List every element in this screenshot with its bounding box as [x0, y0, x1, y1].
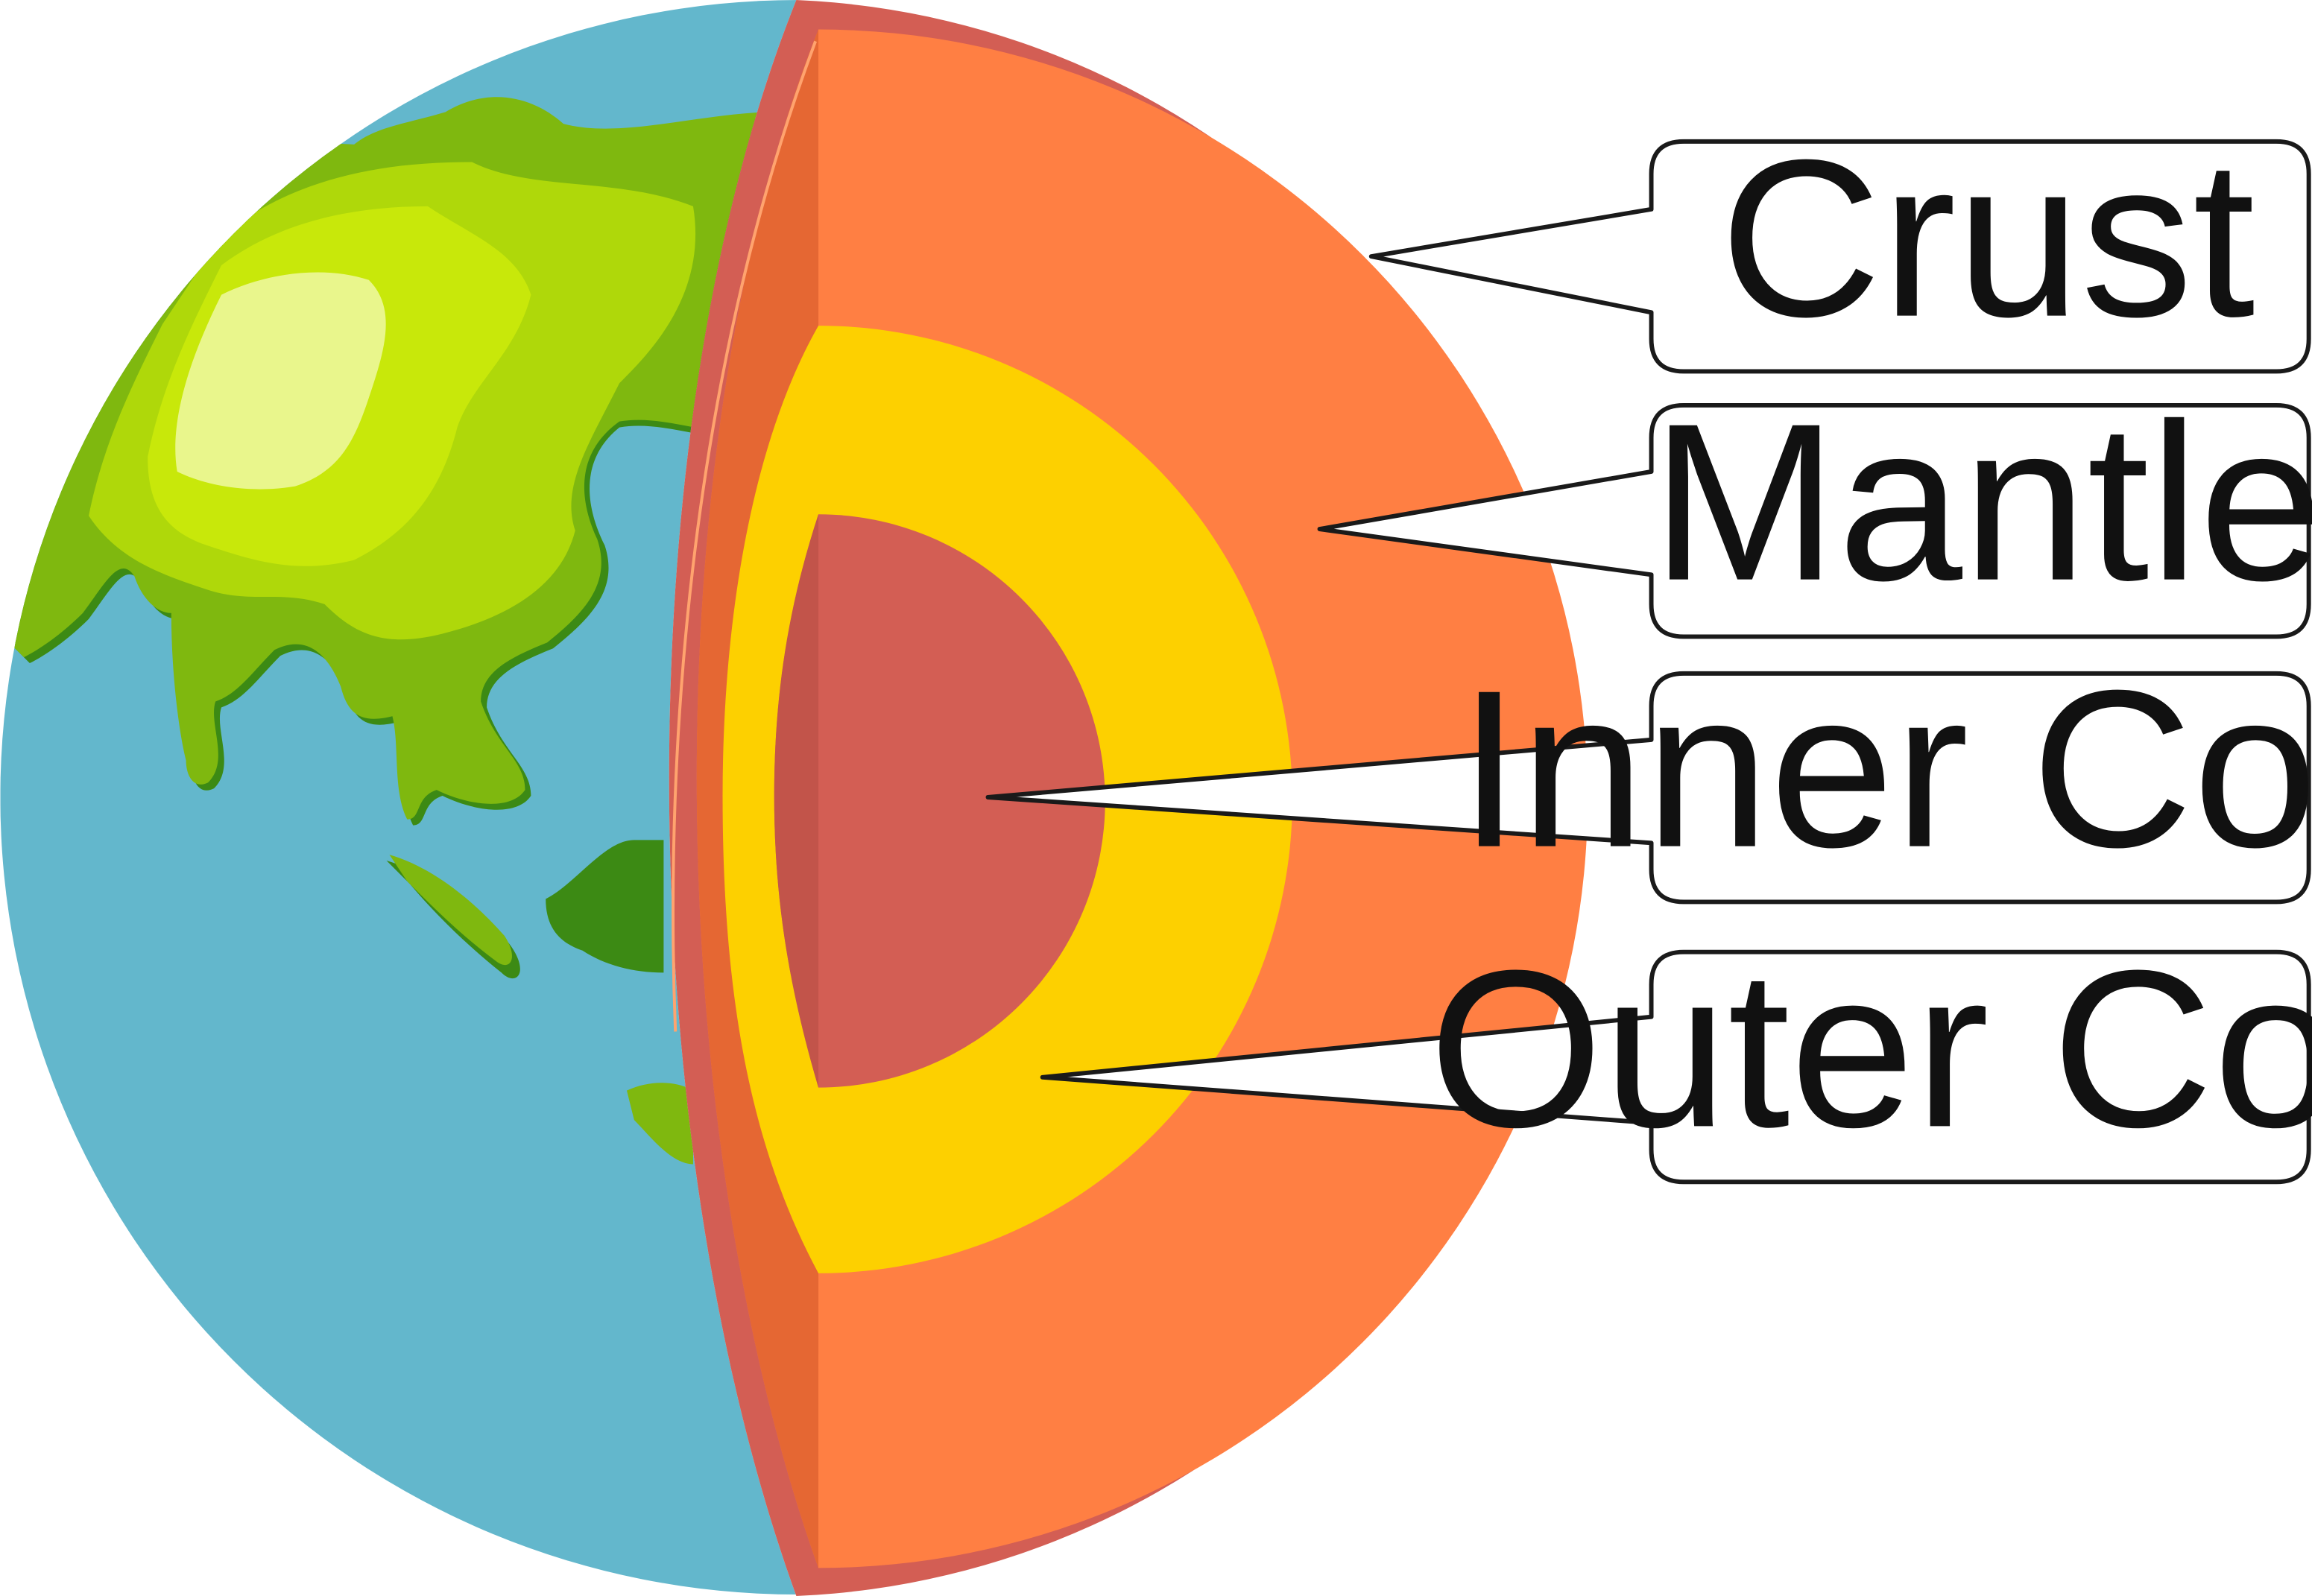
callout-outer-core: Outer Core — [1040, 923, 2312, 1185]
callout-inner-core-box — [985, 671, 2311, 905]
mantle-highlight-line — [672, 40, 817, 1032]
callout-mantle: Mantle — [1317, 377, 2312, 639]
continent-australia — [389, 855, 512, 966]
inner-core-layer — [774, 514, 1105, 1088]
callout-crust-box — [1368, 139, 2311, 374]
callout-inner-core: Inner Core — [985, 644, 2312, 905]
inner-core-label: Inner Core — [1458, 644, 2312, 894]
callout-mantle-box — [1317, 402, 2311, 639]
callout-crust: Crust — [1368, 113, 2311, 374]
island-indonesia — [546, 840, 664, 973]
earth-surface — [0, 0, 797, 1595]
callout-outer-core-box — [1040, 949, 2311, 1185]
outer-core-label: Outer Core — [1429, 923, 2312, 1174]
inner-core-shadow — [774, 514, 819, 1088]
continent-asia-highlight — [175, 272, 386, 490]
crust-label: Crust — [1719, 113, 2255, 364]
island-south — [626, 1083, 693, 1165]
mantle-label: Mantle — [1651, 377, 2312, 627]
